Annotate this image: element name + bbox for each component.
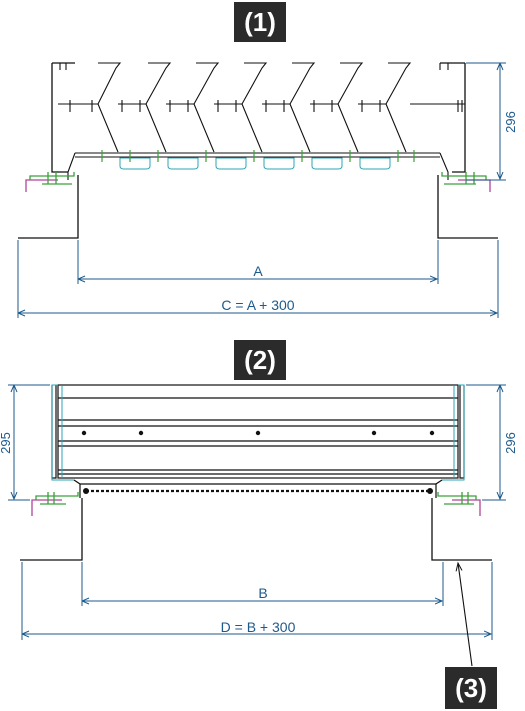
rail-fixings [101, 150, 415, 162]
dim-295-text: 295 [0, 432, 13, 454]
kerb-right-v2 [431, 498, 492, 561]
pivot-points [81, 430, 435, 436]
dim-d [21, 562, 493, 640]
dim-296-v2-text: 296 [503, 432, 518, 454]
dim-295 [8, 384, 50, 501]
lower-rail [67, 152, 449, 180]
kerb-left [18, 175, 79, 239]
dim-c [17, 240, 499, 318]
view-1-label: (1) [234, 2, 286, 42]
flashing-right [441, 172, 491, 192]
callout-3-leader [458, 563, 473, 667]
louvre-blades [58, 62, 465, 153]
callout-3-label: (3) [445, 667, 497, 709]
side-frame-left [51, 385, 57, 479]
dim-296-v2 [466, 384, 506, 501]
side-frame-right [459, 385, 465, 479]
dim-d-text: D = B + 300 [221, 619, 296, 635]
closed-louvre-inner [61, 386, 455, 478]
flashing-left-v2 [31, 492, 79, 516]
dim-296-v1 [466, 62, 506, 181]
kerb-right [437, 175, 498, 239]
dim-a [77, 240, 439, 284]
dim-b [81, 562, 444, 606]
dim-a-text: A [253, 263, 263, 279]
view-1-drawing: 296 A C = A + 300 [17, 62, 518, 318]
blade-profiles [119, 157, 391, 170]
side-frame-accents [51, 384, 465, 481]
louvre-frame [51, 62, 466, 173]
bottom-rail-v2 [73, 479, 443, 498]
view-2-drawing: 295 296 B D = B + 300 [0, 384, 518, 667]
flashing-right-v2 [437, 492, 481, 516]
view-2-label: (2) [234, 340, 286, 380]
kerb-left-v2 [20, 498, 83, 561]
dim-b-text: B [258, 585, 267, 601]
closed-louvre-body [57, 384, 459, 479]
drive-chain [83, 488, 433, 494]
dim-296-v1-text: 296 [503, 111, 518, 133]
dim-c-text: C = A + 300 [221, 297, 294, 313]
flashing-left [25, 172, 75, 192]
